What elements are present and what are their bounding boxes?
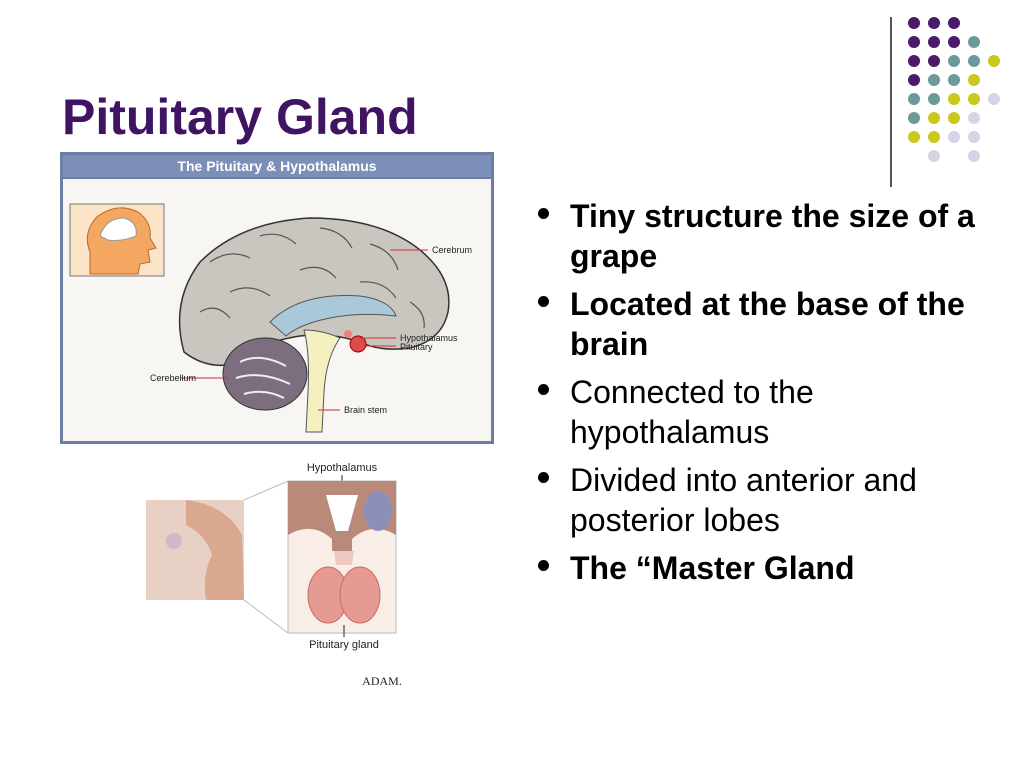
bullet-dot-icon [538, 208, 549, 219]
label-cerebellum: Cerebellum [150, 373, 196, 383]
figure-header: The Pituitary & Hypothalamus [177, 158, 376, 174]
label-hypothalamus: Hypothalamus [400, 333, 458, 343]
brain-diagram: The Pituitary & Hypothalamus Cerebrum Hy… [60, 152, 494, 444]
bullet-item: Divided into anterior and posterior lobe… [538, 460, 978, 540]
decorative-dot-grid [908, 17, 1000, 162]
label-pituitary-gland: Pituitary gland [309, 639, 379, 651]
label-pituitary: Pituitary [400, 342, 433, 352]
label-brain-stem: Brain stem [344, 405, 387, 415]
bullet-dot-icon [538, 472, 549, 483]
label-hypothalamus-bottom: Hypothalamus [307, 462, 378, 474]
brain-illustration [178, 217, 450, 433]
bullet-text: Tiny structure the size of a grape [570, 198, 975, 274]
bullet-text: The “Master Gland [570, 550, 855, 586]
bullet-item: The “Master Gland [538, 548, 978, 588]
adam-credit: ADAM. [362, 674, 402, 688]
bullet-item: Connected to the hypothalamus [538, 372, 978, 452]
bullet-text: Located at the base of the brain [570, 286, 965, 362]
bullet-text: Divided into anterior and posterior lobe… [570, 462, 917, 538]
slide-title: Pituitary Gland [62, 89, 418, 145]
bullet-item: Located at the base of the brain [538, 284, 978, 364]
decorative-divider-line [890, 17, 892, 187]
bullet-text: Connected to the hypothalamus [570, 374, 814, 450]
bullet-dot-icon [538, 296, 549, 307]
head-icon [69, 203, 165, 277]
bullet-dot-icon [538, 560, 549, 571]
bullet-item: Tiny structure the size of a grape [538, 196, 978, 276]
label-cerebrum: Cerebrum [432, 245, 472, 255]
bullet-dot-icon [538, 384, 549, 395]
pituitary-illustration: Hypothalamus Pituitary gland ADAM. [146, 462, 402, 688]
